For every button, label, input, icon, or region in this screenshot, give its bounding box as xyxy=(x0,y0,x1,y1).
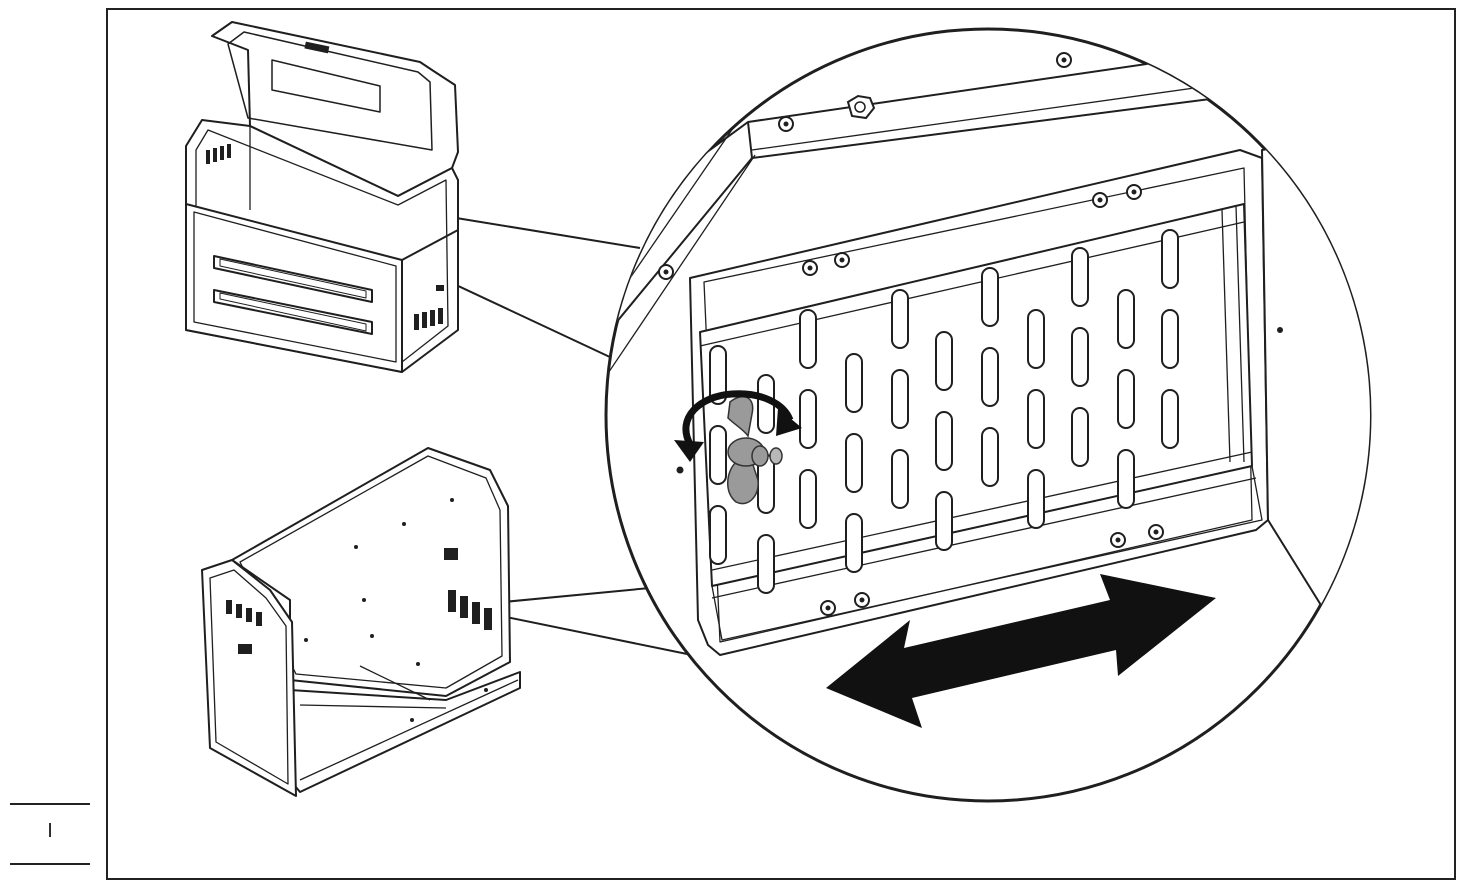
curved-double-arrow-icon xyxy=(682,390,794,446)
slot xyxy=(1071,407,1089,467)
slot xyxy=(1071,327,1089,387)
slot xyxy=(891,369,909,429)
slot xyxy=(935,491,953,551)
slot xyxy=(1117,449,1135,509)
screw-center xyxy=(859,597,865,603)
slot xyxy=(981,347,999,407)
slot xyxy=(845,433,863,493)
step-rule-bottom xyxy=(10,863,90,865)
slot xyxy=(891,289,909,349)
step-rule-top xyxy=(10,803,90,805)
mounting-screws xyxy=(658,52,1164,616)
step-label: I xyxy=(47,820,53,842)
detail-magnifier xyxy=(604,27,1372,803)
screw-center xyxy=(1131,189,1137,195)
screw-center xyxy=(1115,537,1121,543)
slot xyxy=(799,389,817,449)
hex-nut-icon xyxy=(846,94,876,120)
slot xyxy=(1027,389,1045,449)
slot xyxy=(1161,229,1179,289)
wing-nut-icon xyxy=(727,395,783,505)
slot xyxy=(1027,469,1045,529)
screw-center xyxy=(807,265,813,271)
screw-center xyxy=(825,605,831,611)
slot xyxy=(935,331,953,391)
slot xyxy=(845,353,863,413)
screw-center xyxy=(1061,57,1067,63)
screw-center xyxy=(839,257,845,263)
slot xyxy=(799,309,817,369)
slot xyxy=(1117,369,1135,429)
slot xyxy=(1161,309,1179,369)
slot xyxy=(1071,247,1089,307)
slot xyxy=(981,427,999,487)
slot xyxy=(757,534,775,594)
slot xyxy=(799,469,817,529)
screw-center xyxy=(783,121,789,127)
screw-center xyxy=(1153,529,1159,535)
slot xyxy=(1027,309,1045,369)
slot xyxy=(935,411,953,471)
screw-center xyxy=(1097,197,1103,203)
rivet-icon xyxy=(1277,327,1283,333)
slot xyxy=(709,345,727,405)
adjustment-slots xyxy=(709,229,1179,594)
double-headed-arrow-icon xyxy=(826,574,1216,728)
screw-center xyxy=(663,269,669,275)
slot xyxy=(1117,289,1135,349)
slot xyxy=(845,513,863,573)
slot xyxy=(891,449,909,509)
cabinet-frame-illustration xyxy=(201,447,521,797)
cabinet-open-lid-illustration xyxy=(185,21,459,373)
slot xyxy=(1161,389,1179,449)
slot xyxy=(709,425,727,485)
step-marker: I xyxy=(10,803,90,867)
slot xyxy=(709,505,727,565)
slot xyxy=(981,267,999,327)
